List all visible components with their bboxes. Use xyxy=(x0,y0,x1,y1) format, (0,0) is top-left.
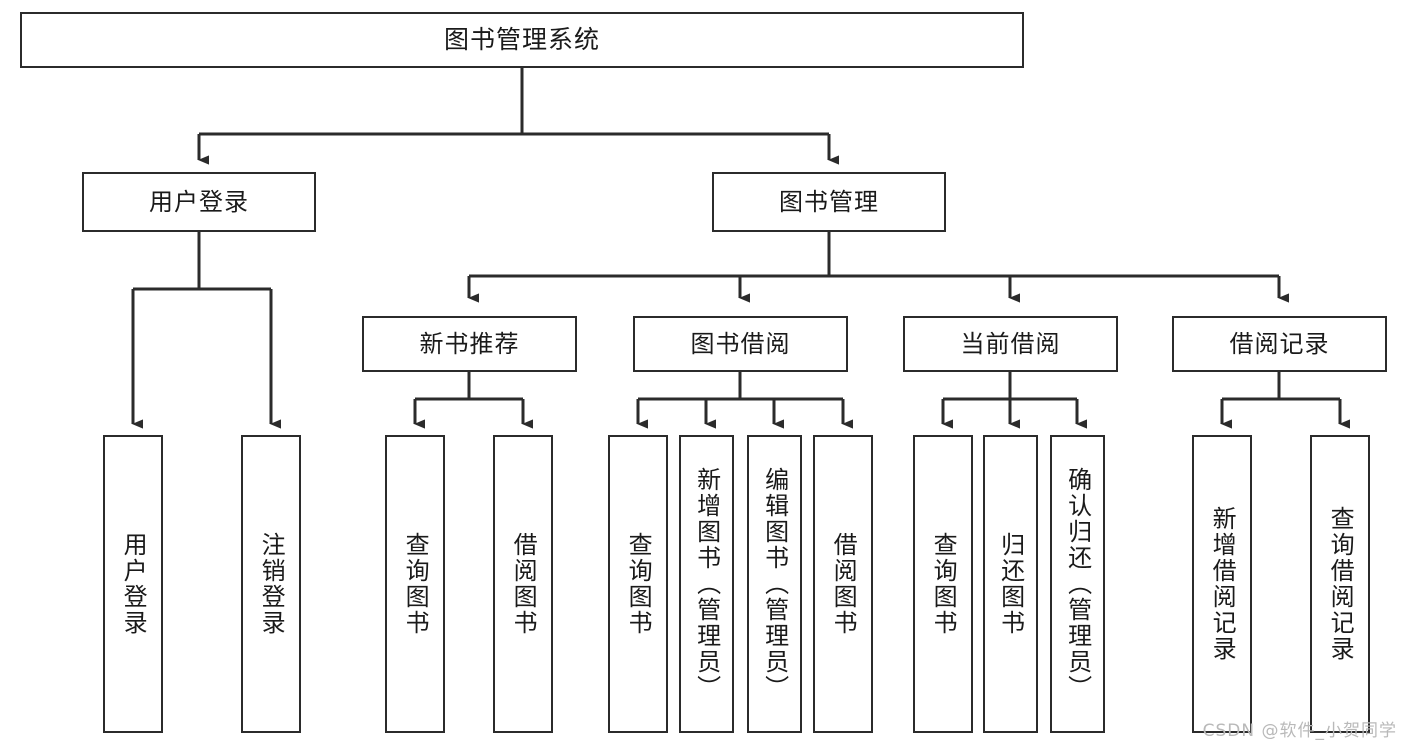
leaf-current-return-book[interactable]: 归还图书 xyxy=(983,435,1038,733)
leaf-borrow-edit-book-label: 编辑图书（管理员） xyxy=(760,467,789,701)
node-borrow-record-label: 借阅记录 xyxy=(1229,329,1330,358)
leaf-user-login-logout[interactable]: 注销登录 xyxy=(241,435,301,733)
leaf-user-login-login[interactable]: 用户登录 xyxy=(103,435,163,733)
leaf-record-add-label: 新增借阅记录 xyxy=(1208,506,1237,662)
node-user-login[interactable]: 用户登录 xyxy=(82,172,316,232)
leaf-borrow-borrow-book[interactable]: 借阅图书 xyxy=(813,435,873,733)
leaf-record-query[interactable]: 查询借阅记录 xyxy=(1310,435,1370,733)
leaf-new-book-query-label: 查询图书 xyxy=(401,532,430,636)
leaf-borrow-add-book-label: 新增图书（管理员） xyxy=(692,467,721,701)
node-book-borrow-label: 图书借阅 xyxy=(690,329,791,358)
leaf-new-book-borrow[interactable]: 借阅图书 xyxy=(493,435,553,733)
leaf-borrow-query-book[interactable]: 查询图书 xyxy=(608,435,668,733)
leaf-borrow-edit-book[interactable]: 编辑图书（管理员） xyxy=(747,435,802,733)
leaf-record-query-label: 查询借阅记录 xyxy=(1326,506,1355,662)
leaf-borrow-borrow-book-label: 借阅图书 xyxy=(829,532,858,636)
leaf-user-login-logout-label: 注销登录 xyxy=(257,532,286,636)
leaf-current-return-book-label: 归还图书 xyxy=(996,532,1025,636)
node-new-book-recommend[interactable]: 新书推荐 xyxy=(362,316,577,372)
leaf-borrow-add-book[interactable]: 新增图书（管理员） xyxy=(679,435,734,733)
node-root-label: 图书管理系统 xyxy=(443,25,600,55)
node-book-management-label: 图书管理 xyxy=(779,187,879,216)
node-root-system[interactable]: 图书管理系统 xyxy=(20,12,1024,68)
node-book-management[interactable]: 图书管理 xyxy=(712,172,946,232)
node-current-borrow[interactable]: 当前借阅 xyxy=(903,316,1118,372)
leaf-current-query-book-label: 查询图书 xyxy=(929,532,958,636)
leaf-record-add[interactable]: 新增借阅记录 xyxy=(1192,435,1252,733)
node-user-login-label: 用户登录 xyxy=(149,187,249,216)
node-current-borrow-label: 当前借阅 xyxy=(960,329,1061,358)
leaf-new-book-query[interactable]: 查询图书 xyxy=(385,435,445,733)
node-borrow-record[interactable]: 借阅记录 xyxy=(1172,316,1387,372)
leaf-current-confirm-return-label: 确认归还（管理员） xyxy=(1063,467,1092,701)
node-book-borrow[interactable]: 图书借阅 xyxy=(633,316,848,372)
leaf-borrow-query-book-label: 查询图书 xyxy=(624,532,653,636)
leaf-current-query-book[interactable]: 查询图书 xyxy=(913,435,973,733)
leaf-current-confirm-return[interactable]: 确认归还（管理员） xyxy=(1050,435,1105,733)
watermark-text: CSDN @软件_小贺同学 xyxy=(1202,721,1397,741)
leaf-new-book-borrow-label: 借阅图书 xyxy=(509,532,538,636)
leaf-user-login-login-label: 用户登录 xyxy=(119,532,148,636)
node-new-book-recommend-label: 新书推荐 xyxy=(419,329,520,358)
